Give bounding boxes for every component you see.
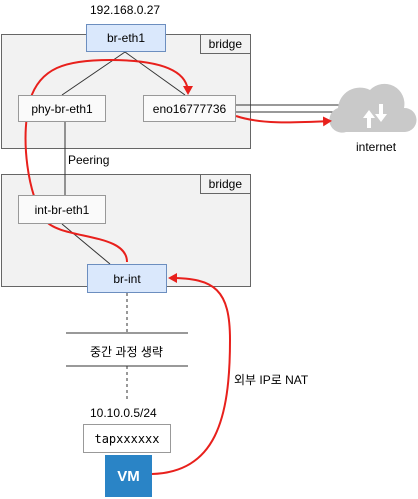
internet-cloud-icon: [329, 83, 417, 133]
internet-label: internet: [356, 140, 397, 154]
line-breth1-phy: [61, 51, 126, 96]
peering-label: Peering: [68, 153, 110, 167]
nat-label: 외부 IP로 NAT: [234, 373, 309, 387]
vm-ip-label: 10.10.0.5/24: [90, 406, 157, 420]
top-ip-label: 192.168.0.27: [90, 3, 161, 17]
line-intbreth1-brint: [61, 223, 111, 265]
br-eth1-port: br-eth1: [86, 24, 166, 52]
route-vm-to-brint: [151, 273, 232, 475]
top-bridge: bridge: [1, 34, 251, 149]
top-bridge-tag: bridge: [199, 35, 250, 54]
bottom-bridge-tag: bridge: [199, 175, 250, 194]
br-int-port: br-int: [87, 264, 167, 293]
tap-interface: tapxxxxxx: [83, 424, 171, 453]
omitted-steps-label: 중간 과정 생략: [90, 345, 163, 359]
int-br-eth1-port: int-br-eth1: [18, 195, 106, 224]
eno16777736-port: eno16777736: [143, 95, 236, 122]
line-breth1-eno: [124, 51, 186, 96]
phy-br-eth1-port: phy-br-eth1: [18, 95, 106, 122]
route-eno-to-internet: [235, 115, 332, 127]
vm-box: VM: [105, 455, 152, 497]
